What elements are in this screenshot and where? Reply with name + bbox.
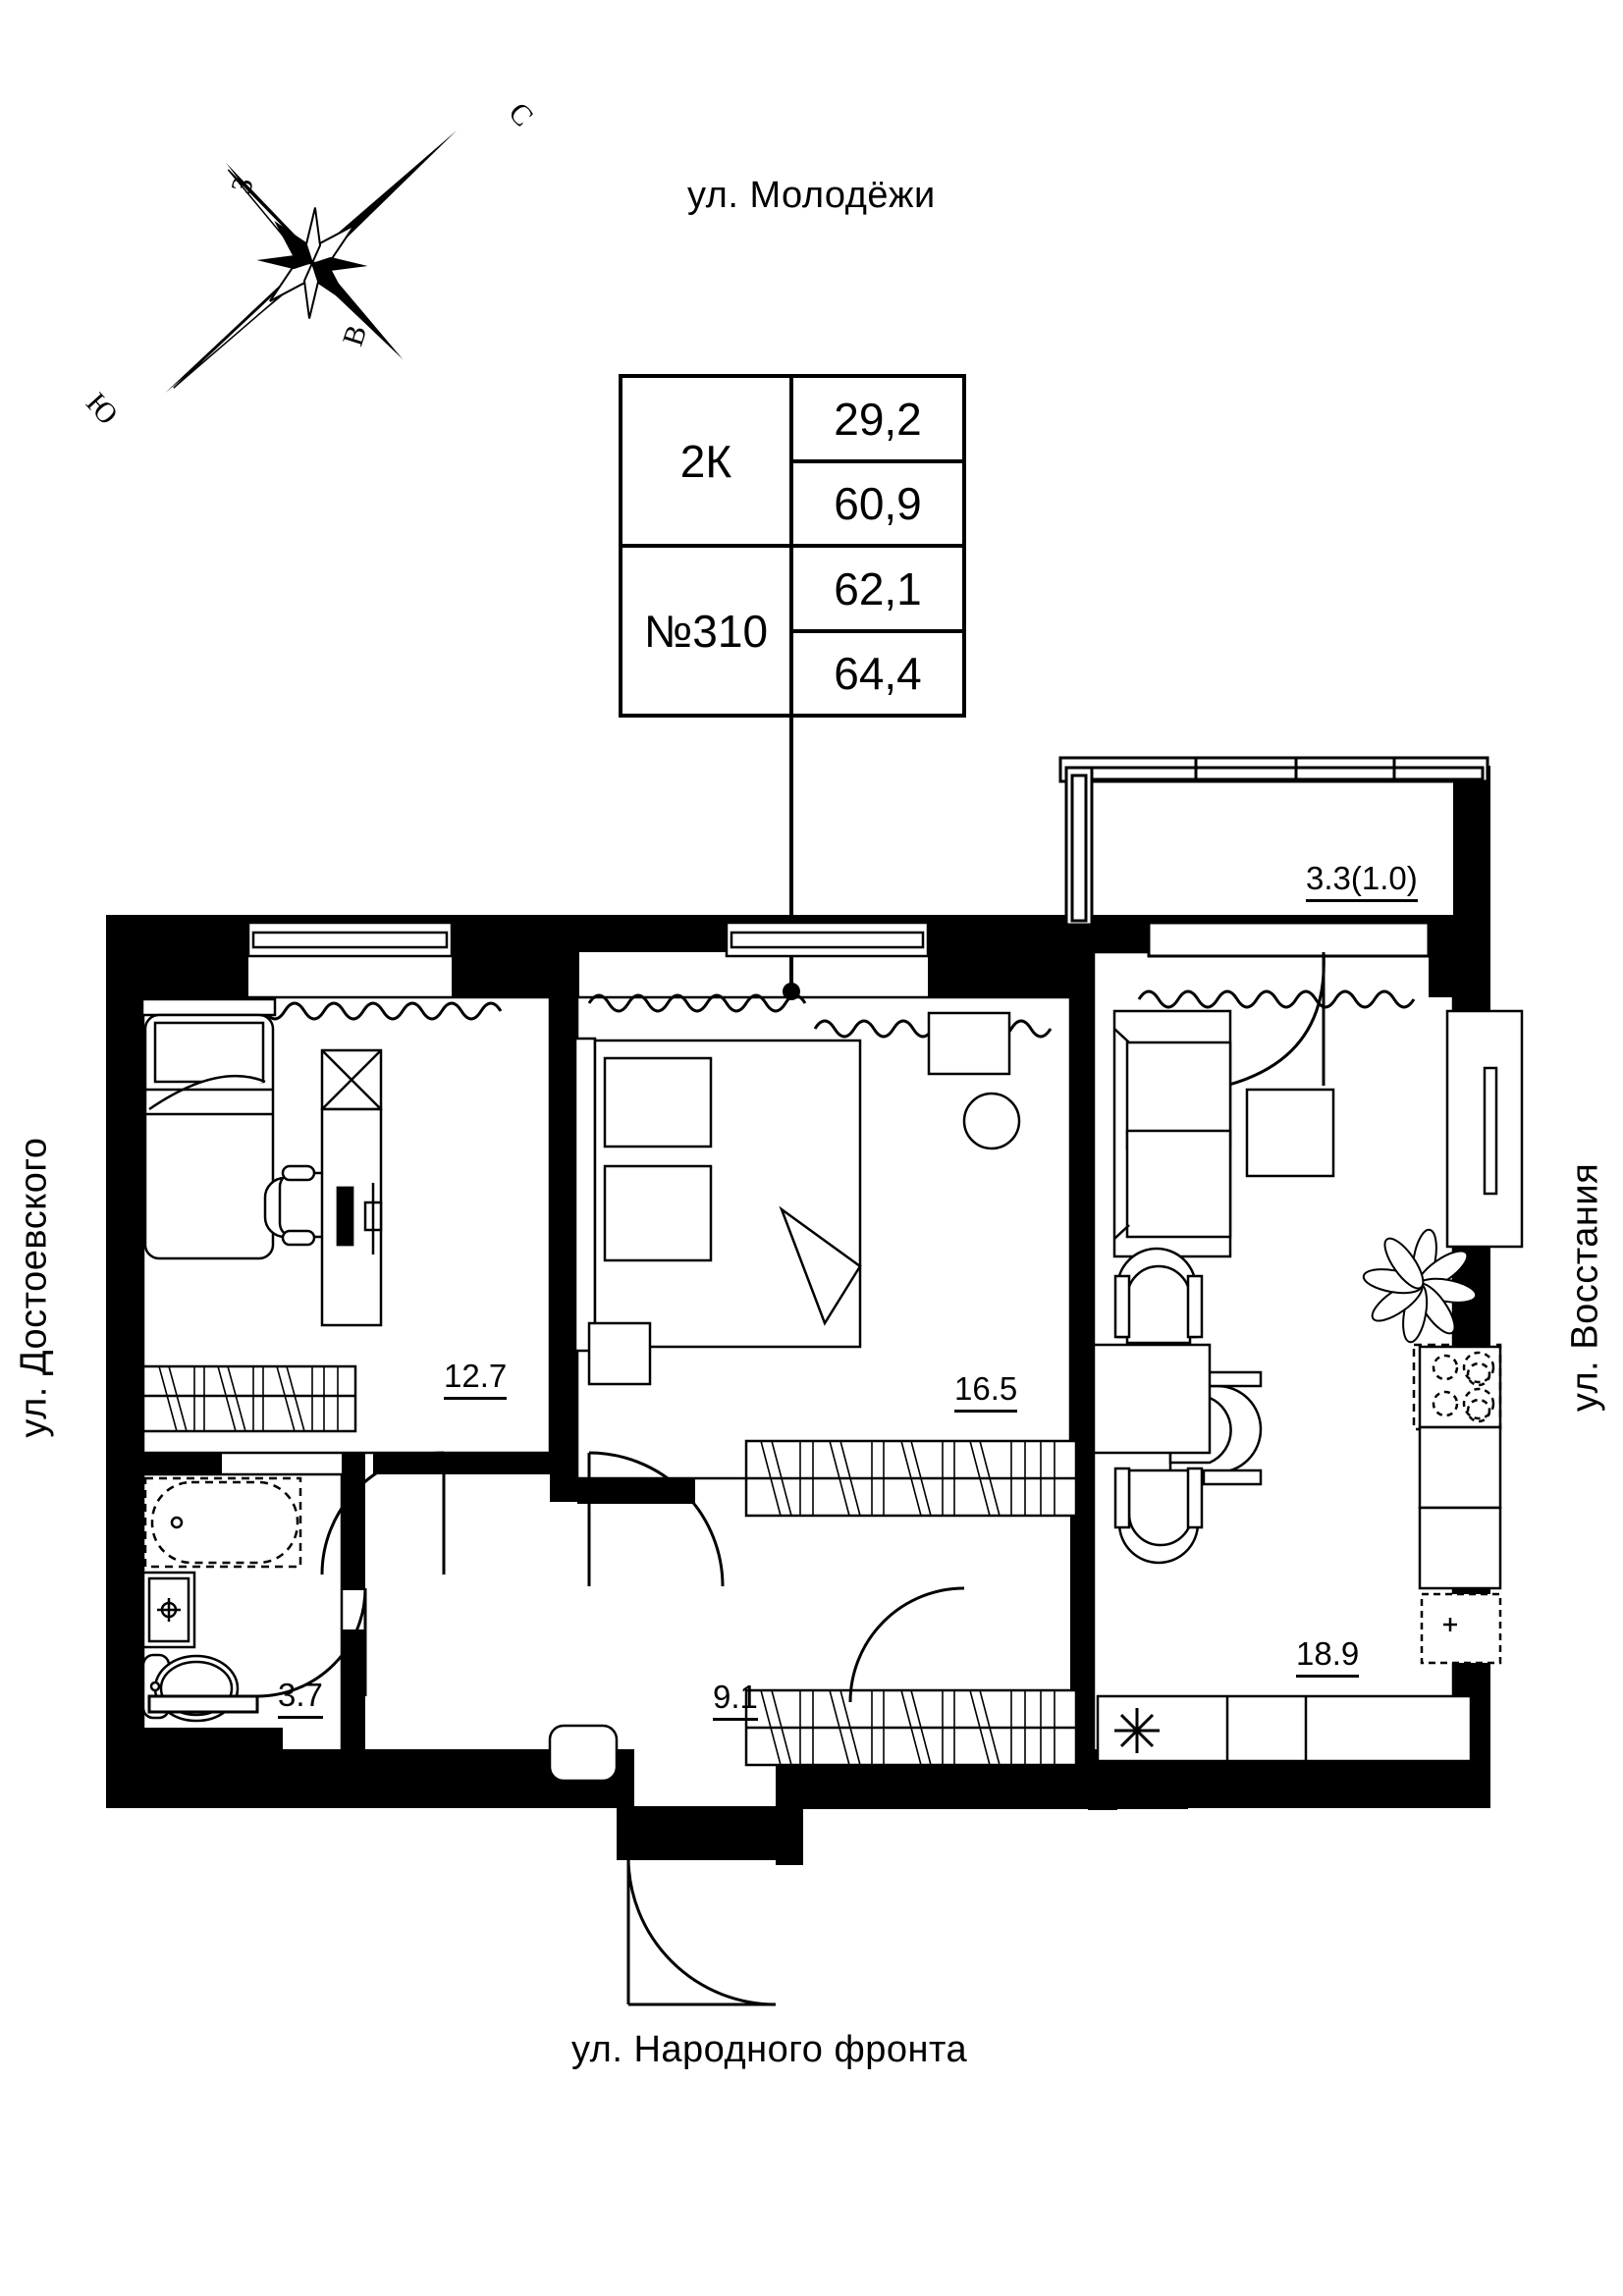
sofa-icon (1112, 1009, 1232, 1258)
sink-icon (141, 1571, 196, 1649)
wardrobe-left (141, 1364, 357, 1433)
kitchen-counter-bottom (1096, 1694, 1473, 1763)
street-label-left: ул. Достоевского (13, 1137, 55, 1438)
info-total-area: 62,1 (834, 562, 922, 614)
wardrobe-hall (744, 1688, 1078, 1767)
door-swings (147, 1451, 965, 2006)
kitchen-cabinets-upper (1445, 1009, 1524, 1249)
nightstand-icon (927, 1011, 1021, 1150)
stove-icon (1412, 1343, 1502, 1431)
desk-with-computer (320, 1048, 383, 1327)
info-living-area: 29,2 (834, 393, 922, 445)
area-label-living-kitchen: 18.9 (1296, 1636, 1360, 1678)
info-rooms-count: 2К (679, 435, 732, 487)
compass-rose (165, 130, 458, 394)
coffee-table-icon (1245, 1088, 1335, 1178)
plant-icon (1362, 1228, 1478, 1344)
armchair-living-3 (1113, 1467, 1204, 1565)
dining-table-icon (1092, 1343, 1212, 1455)
area-label-hallway: 9.1 (713, 1680, 758, 1721)
meter-box-icon (548, 1724, 619, 1783)
street-label-bottom: ул. Народного фронта (571, 2029, 968, 2070)
armchair-living-1 (1113, 1247, 1204, 1345)
street-label-right: ул. Восстания (1564, 1162, 1606, 1413)
area-label-bedroom-middle: 16.5 (954, 1371, 1018, 1413)
street-label-top: ул. Молодёжи (687, 175, 936, 216)
bed-double (573, 1037, 862, 1353)
area-label-bedroom-left: 12.7 (444, 1359, 508, 1400)
area-label-balcony: 3.3(1.0) (1306, 861, 1418, 902)
bed-single (140, 997, 277, 1260)
info-area-without-balcony: 60,9 (834, 478, 922, 529)
area-label-bathroom: 3.7 (278, 1678, 323, 1719)
info-area-with-balcony: 64,4 (834, 648, 922, 699)
balcony (1058, 756, 1489, 1088)
small-table-icon (587, 1321, 652, 1386)
kitchen-counter (1418, 1425, 1502, 1665)
wardrobe-middle (744, 1439, 1078, 1518)
armchair-icon (263, 1164, 336, 1247)
bathtub-icon (143, 1476, 302, 1569)
info-flat-number: №310 (643, 605, 769, 657)
